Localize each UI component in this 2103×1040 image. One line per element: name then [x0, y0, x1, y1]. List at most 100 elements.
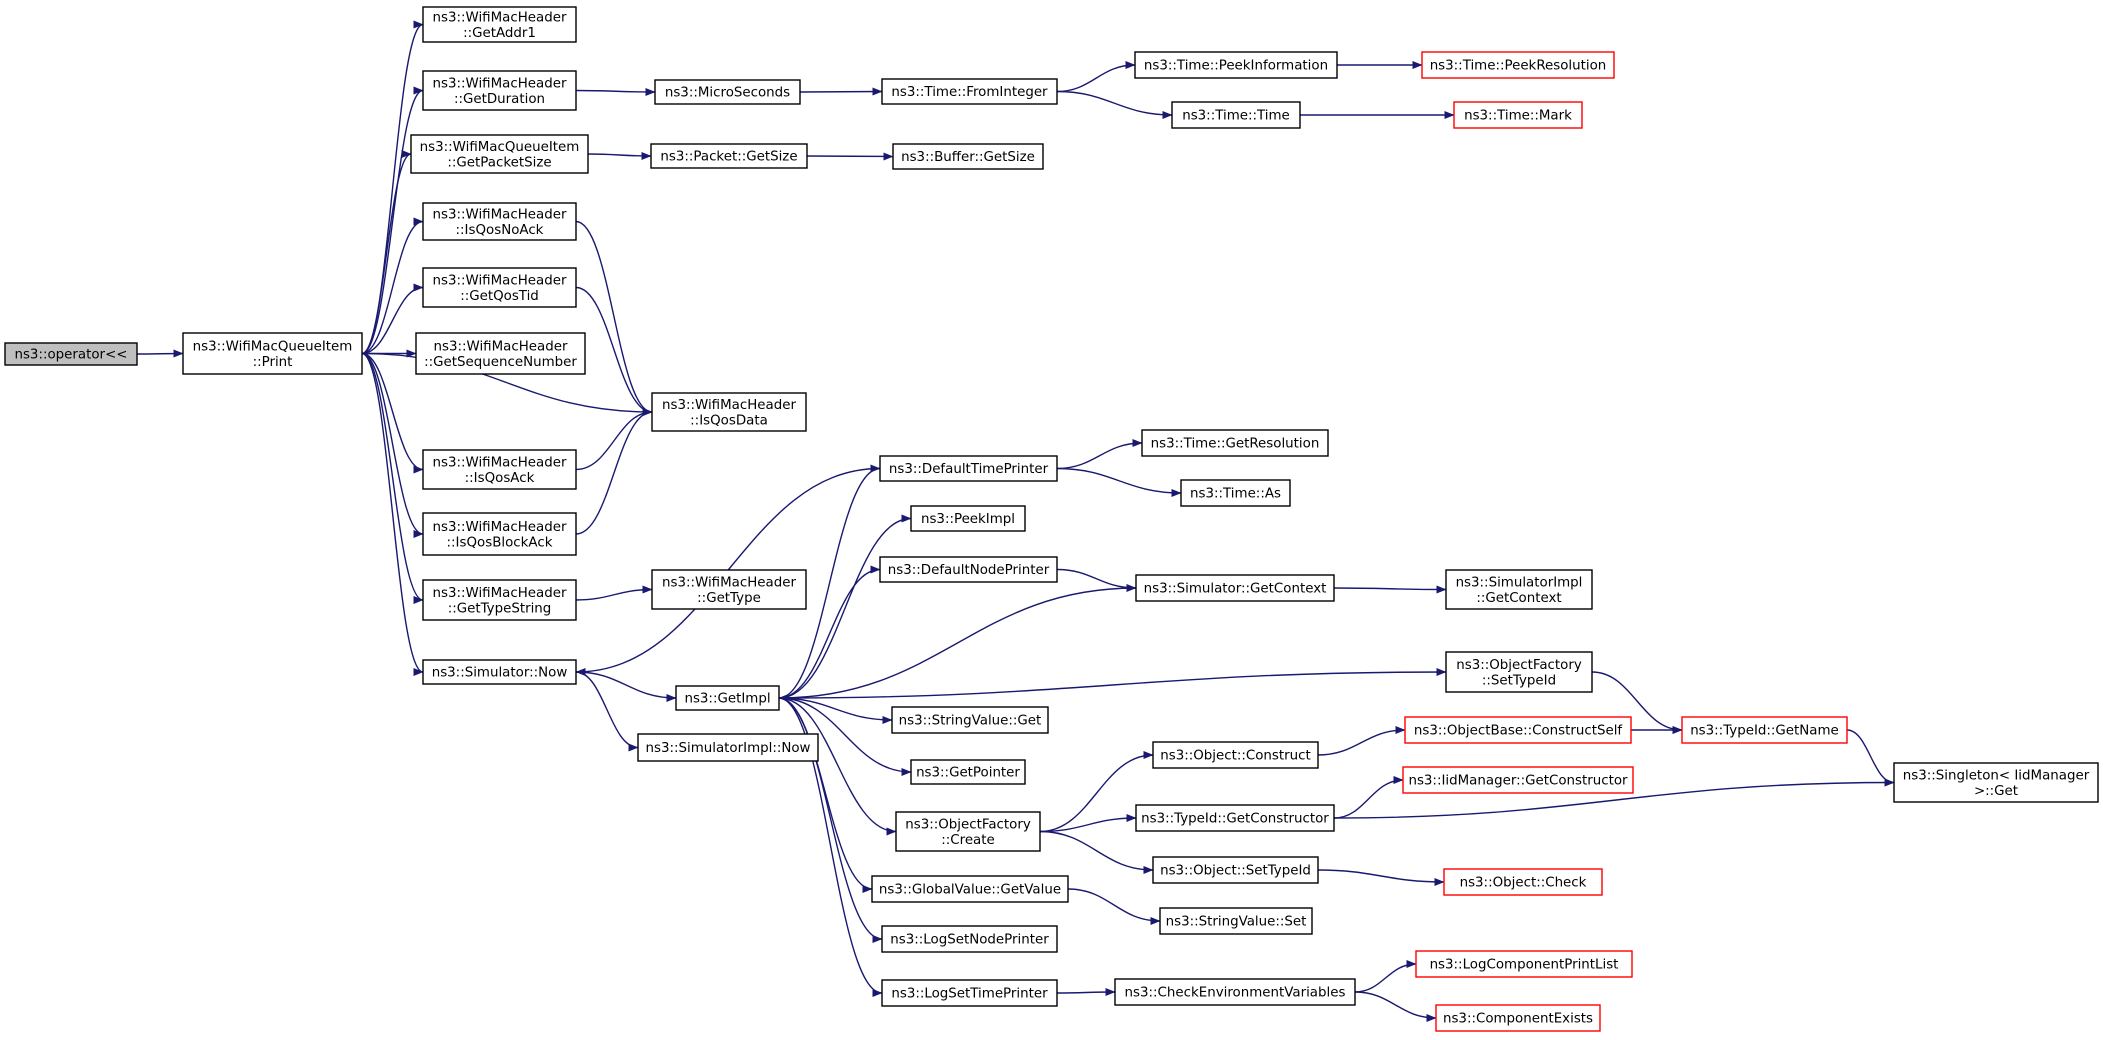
node-object-check[interactable]: ns3::Object::Check — [1443, 868, 1603, 896]
node-time-time[interactable]: ns3::Time::Time — [1171, 101, 1301, 129]
node-simulatorimpl-now[interactable]: ns3::SimulatorImpl::Now — [637, 733, 819, 762]
node-wifimacqueueitem-print[interactable]: ns3::WifiMacQueueItem::Print — [182, 332, 363, 375]
edge-n16-n26 — [778, 697, 873, 893]
node-time-getresolution[interactable]: ns3::Time::GetResolution — [1141, 429, 1329, 457]
node-time-peekresolution[interactable]: ns3::Time::PeekResolution — [1421, 51, 1615, 79]
node-box — [422, 512, 577, 556]
node-getimpl[interactable]: ns3::GetImpl — [675, 685, 780, 711]
node-box — [1135, 804, 1335, 832]
node-iidmanager-getconstructor[interactable]: ns3::IidManager::GetConstructor — [1402, 766, 1634, 794]
edge-n16-n25 — [778, 697, 897, 836]
edge-n36-n45 — [1317, 869, 1445, 886]
node-logsettimeprinter[interactable]: ns3::LogSetTimePrinter — [881, 979, 1058, 1007]
node-box — [881, 925, 1058, 953]
node-wifimacheader-gettypestring[interactable]: ns3::WifiMacHeader::GetTypeString — [422, 579, 577, 621]
node-object-settypeid[interactable]: ns3::Object::SetTypeId — [1152, 856, 1319, 884]
node-objectfactory-settypeid[interactable]: ns3::ObjectFactory::SetTypeId — [1445, 651, 1593, 693]
node-label: ns3::IidManager::GetConstructor — [1408, 774, 1628, 789]
node-label: ns3::Object::Check — [1460, 876, 1587, 891]
node-defaultnodeprinter[interactable]: ns3::DefaultNodePrinter — [879, 556, 1058, 583]
node-box — [1421, 51, 1615, 79]
node-stringvalue-get[interactable]: ns3::StringValue::Get — [891, 706, 1049, 734]
node-box — [1893, 762, 2099, 803]
node-time-peekinformation[interactable]: ns3::Time::PeekInformation — [1134, 51, 1338, 79]
node-label: ns3::SimulatorImpl — [1456, 575, 1583, 590]
node-typeid-getname[interactable]: ns3::TypeId::GetName — [1681, 716, 1848, 744]
node-wifimacheader-getaddr1[interactable]: ns3::WifiMacHeader::GetAddr1 — [422, 6, 577, 43]
node-wifimacheader-isqosack[interactable]: ns3::WifiMacHeader::IsQosAck — [422, 449, 577, 490]
node-box — [1114, 978, 1356, 1006]
node-componentexists[interactable]: ns3::ComponentExists — [1435, 1004, 1601, 1032]
node-label: ns3::Time::Mark — [1464, 109, 1572, 124]
node-wifimacheader-getsequencenumber[interactable]: ns3::WifiMacHeader::GetSequenceNumber — [415, 332, 586, 375]
node-label: ::GetTypeString — [448, 601, 552, 616]
node-box — [1402, 766, 1634, 794]
node-wifimacheader-getduration[interactable]: ns3::WifiMacHeader::GetDuration — [422, 70, 577, 111]
node-defaulttimeprinter[interactable]: ns3::DefaultTimePrinter — [879, 455, 1058, 482]
node-label: ::GetPacketSize — [447, 155, 551, 170]
node-wifimacheader-isqosdata[interactable]: ns3::WifiMacHeader::IsQosData — [651, 392, 807, 432]
node-box — [892, 143, 1044, 170]
node-simulator-now[interactable]: ns3::Simulator::Now — [422, 659, 577, 685]
node-checkenvironmentvariables[interactable]: ns3::CheckEnvironmentVariables — [1114, 978, 1356, 1006]
node-simulatorimpl-getcontext[interactable]: ns3::SimulatorImpl::GetContext — [1445, 569, 1593, 610]
node-object-construct[interactable]: ns3::Object::Construct — [1152, 741, 1319, 769]
node-label: ::GetQosTid — [460, 289, 539, 304]
edge-n16-n42 — [778, 668, 1447, 699]
node-label: ns3::operator<< — [14, 348, 127, 363]
node-time-frominteger[interactable]: ns3::Time::FromInteger — [881, 78, 1058, 105]
node-label: ns3::GlobalValue::GetValue — [879, 883, 1061, 898]
node-box — [651, 392, 807, 432]
edge-n38-n47 — [1354, 991, 1437, 1022]
node-box — [871, 875, 1069, 903]
node-objectfactory-create[interactable]: ns3::ObjectFactory::Create — [895, 811, 1041, 852]
node-objectbase-constructself[interactable]: ns3::ObjectBase::ConstructSelf — [1404, 716, 1632, 744]
node-singleton-iidmanager-get[interactable]: ns3::Singleton< IidManager >::Get — [1893, 762, 2099, 803]
node-logcomponentprintlist[interactable]: ns3::LogComponentPrintList — [1415, 950, 1633, 978]
node-simulator-getcontext[interactable]: ns3::Simulator::GetContext — [1135, 574, 1335, 602]
edge-n11-n16 — [575, 671, 677, 702]
edge-n34-n43 — [1317, 726, 1406, 756]
node-label: ::IsQosAck — [465, 471, 535, 486]
node-label: ::IsQosNoAck — [456, 223, 544, 238]
node-typeid-getconstructor[interactable]: ns3::TypeId::GetConstructor — [1135, 804, 1335, 832]
node-stringvalue-set[interactable]: ns3::StringValue::Set — [1159, 907, 1313, 935]
node-getpointer[interactable]: ns3::GetPointer — [910, 759, 1026, 785]
node-label: ns3::Buffer::GetSize — [901, 150, 1035, 165]
node-box — [1141, 429, 1329, 457]
edge-n9-n14 — [575, 408, 653, 535]
node-wifimacqueueitem-getpacketsize[interactable]: ns3::WifiMacQueueItem::GetPacketSize — [410, 134, 589, 174]
node-label: ::GetSequenceNumber — [424, 355, 577, 370]
node-buffer-getsize[interactable]: ns3::Buffer::GetSize — [892, 143, 1044, 170]
node-label: ns3::Object::SetTypeId — [1160, 864, 1311, 879]
node-operator[interactable]: ns3::operator<< — [4, 342, 138, 366]
node-label: ns3::TypeId::GetConstructor — [1141, 812, 1329, 827]
node-packet-getsize[interactable]: ns3::Packet::GetSize — [650, 143, 808, 169]
node-time-as[interactable]: ns3::Time::As — [1180, 479, 1291, 507]
node-label: ns3::ObjectFactory — [1456, 658, 1582, 673]
node-wifimacheader-isqosblockack[interactable]: ns3::WifiMacHeader::IsQosBlockAck — [422, 512, 577, 556]
node-box — [879, 455, 1058, 482]
node-wifimacheader-isqosnoack[interactable]: ns3::WifiMacHeader::IsQosNoAck — [422, 202, 577, 241]
node-wifimacheader-gettype[interactable]: ns3::WifiMacHeader::GetType — [651, 569, 807, 610]
edge-n38-n46 — [1354, 960, 1417, 993]
node-label: ns3::Time::PeekInformation — [1144, 59, 1328, 74]
node-label: ns3::StringValue::Get — [899, 714, 1042, 729]
node-label: ns3::Time::GetResolution — [1151, 437, 1320, 452]
node-logsetnodeprinter[interactable]: ns3::LogSetNodePrinter — [881, 925, 1058, 953]
edge-n3-n12 — [575, 87, 656, 96]
node-box — [1134, 51, 1338, 79]
node-peekimpl[interactable]: ns3::PeekImpl — [910, 505, 1026, 532]
node-box — [1180, 479, 1291, 507]
node-microseconds[interactable]: ns3::MicroSeconds — [654, 79, 801, 105]
edge-n48-n49 — [1846, 729, 1895, 787]
node-box — [1159, 907, 1313, 935]
node-wifimacheader-getqostid[interactable]: ns3::WifiMacHeader::GetQosTid — [422, 267, 577, 308]
node-globalvalue-getvalue[interactable]: ns3::GlobalValue::GetValue — [871, 875, 1069, 903]
edge-n25-n35 — [1039, 814, 1137, 833]
node-label: ns3::Packet::GetSize — [660, 150, 797, 165]
node-label: ::GetType — [697, 591, 761, 606]
node-box — [1404, 716, 1632, 744]
node-time-mark[interactable]: ns3::Time::Mark — [1453, 101, 1583, 129]
